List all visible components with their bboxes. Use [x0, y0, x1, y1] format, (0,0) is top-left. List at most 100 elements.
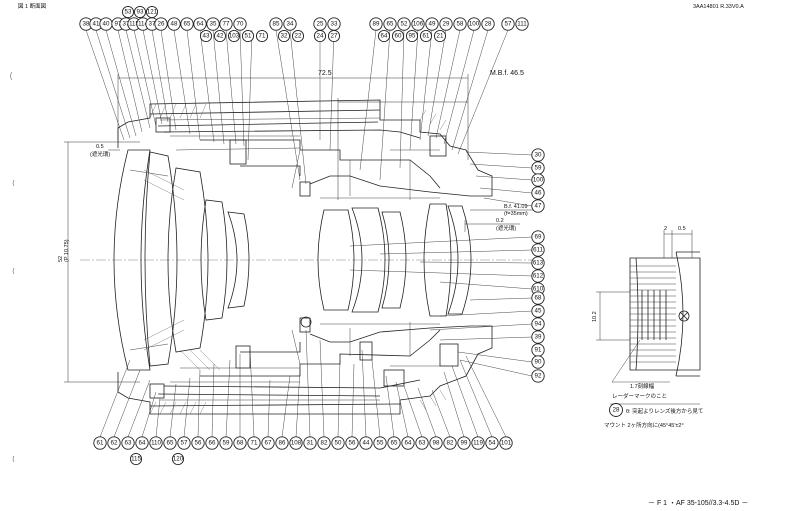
rear-group-1 [423, 203, 452, 317]
callout-part-86: 86 [275, 436, 289, 450]
callout-part-40: 40 [99, 17, 113, 31]
svg-text:94: 94 [535, 321, 542, 328]
svg-text:103: 103 [229, 33, 240, 40]
svg-text:35: 35 [210, 21, 217, 28]
svg-text:59: 59 [223, 440, 230, 447]
detail-dim-a: 2 [664, 226, 667, 232]
svg-text:28: 28 [613, 407, 620, 414]
svg-text:612: 612 [533, 273, 544, 280]
callout-part-53: 53 [121, 5, 135, 19]
variator-1 [200, 199, 228, 321]
gap-left-note: (遮光環) [90, 150, 110, 158]
callout-part-93: 93 [133, 5, 147, 19]
callout-part-121: 121 [145, 5, 159, 19]
callout-part-99: 99 [457, 436, 471, 450]
svg-text:67: 67 [265, 440, 272, 447]
svg-text:65: 65 [387, 21, 394, 28]
svg-text:38: 38 [83, 21, 90, 28]
variator-2 [227, 211, 250, 309]
svg-text:93: 93 [137, 9, 144, 16]
callout-part-110: 110 [149, 436, 163, 450]
callout-part-65: 65 [180, 17, 194, 31]
callout-part-64: 64 [193, 17, 207, 31]
callout-part-50: 50 [331, 436, 345, 450]
header-left-text: 図 1 断面図 [18, 2, 47, 10]
callout-part-613: 613 [531, 256, 545, 270]
gap-right-value: 0.2 [496, 218, 504, 224]
svg-text:46: 46 [535, 190, 542, 197]
svg-text:71: 71 [251, 440, 258, 447]
svg-text:106: 106 [413, 21, 424, 28]
svg-text:64: 64 [197, 21, 204, 28]
callout-part-106: 106 [411, 17, 425, 31]
svg-text:115: 115 [131, 456, 141, 463]
top-leaders [85, 29, 509, 185]
svg-text:61: 61 [423, 33, 430, 40]
svg-text:61: 61 [97, 440, 104, 447]
callout-part-85: 85 [269, 17, 283, 31]
callout-part-611: 611 [531, 243, 545, 257]
svg-text:32: 32 [281, 33, 288, 40]
svg-text:31: 31 [307, 440, 314, 447]
header-right-text: 3AA14801 R.33V0.A [693, 4, 744, 10]
svg-text:101: 101 [501, 440, 512, 447]
svg-text:62: 62 [111, 440, 118, 447]
svg-text:82: 82 [447, 440, 454, 447]
callout-part-100: 100 [531, 173, 545, 187]
callout-part-59: 59 [531, 161, 545, 175]
callout-part-64: 64 [377, 29, 391, 43]
svg-text:55: 55 [377, 440, 384, 447]
callout-part-119: 119 [471, 436, 485, 450]
svg-text:26: 26 [158, 21, 165, 28]
svg-text:64: 64 [139, 440, 146, 447]
svg-text:51: 51 [245, 33, 252, 40]
svg-text:119: 119 [473, 440, 483, 447]
svg-text:92: 92 [535, 373, 542, 380]
front-element-2 [144, 151, 178, 367]
callout-part-52: 52 [397, 17, 411, 31]
svg-text:610: 610 [533, 286, 544, 293]
callout-part-63: 63 [415, 436, 429, 450]
svg-text:49: 49 [429, 21, 436, 28]
svg-text:29: 29 [443, 21, 450, 28]
callout-part-92: 92 [531, 369, 545, 383]
callout-part-46: 46 [531, 186, 545, 200]
svg-text:28: 28 [485, 21, 492, 28]
callout-part-103: 103 [227, 29, 241, 43]
callout-part-98: 98 [429, 436, 443, 450]
callout-part-89: 89 [369, 17, 383, 31]
svg-text:95: 95 [409, 33, 416, 40]
callout-part-65: 65 [163, 436, 177, 450]
svg-text:108: 108 [291, 440, 302, 447]
svg-text:48: 48 [171, 21, 178, 28]
svg-text:59: 59 [535, 165, 542, 172]
svg-text:97: 97 [115, 21, 122, 28]
callout-part-612: 612 [531, 269, 545, 283]
diameter-label: 52 [58, 256, 64, 262]
svg-text:115: 115 [129, 21, 139, 28]
callout-part-45: 45 [531, 304, 545, 318]
callout-part-64: 64 [401, 436, 415, 450]
callout-part-90: 90 [531, 355, 545, 369]
svg-text:65: 65 [167, 440, 174, 447]
svg-text:57: 57 [181, 440, 188, 447]
svg-text:611: 611 [533, 247, 543, 254]
callout-part-68: 68 [531, 291, 545, 305]
svg-text:90: 90 [535, 359, 542, 366]
callout-part-101: 101 [499, 436, 513, 450]
svg-text:34: 34 [287, 21, 294, 28]
svg-text:21: 21 [437, 33, 444, 40]
mechanism-details [149, 117, 459, 399]
svg-text:50: 50 [335, 440, 342, 447]
callout-part-77: 77 [219, 17, 233, 31]
svg-text:110: 110 [151, 440, 161, 447]
callout-part-61: 61 [93, 436, 107, 450]
gap-right-note: (遮光環) [496, 224, 516, 232]
overall-length-label: 72.5 [318, 70, 332, 77]
callout-part-39: 39 [531, 330, 545, 344]
svg-text:56: 56 [349, 440, 356, 447]
callout-part-54: 54 [485, 436, 499, 450]
callout-part-95: 95 [405, 29, 419, 43]
